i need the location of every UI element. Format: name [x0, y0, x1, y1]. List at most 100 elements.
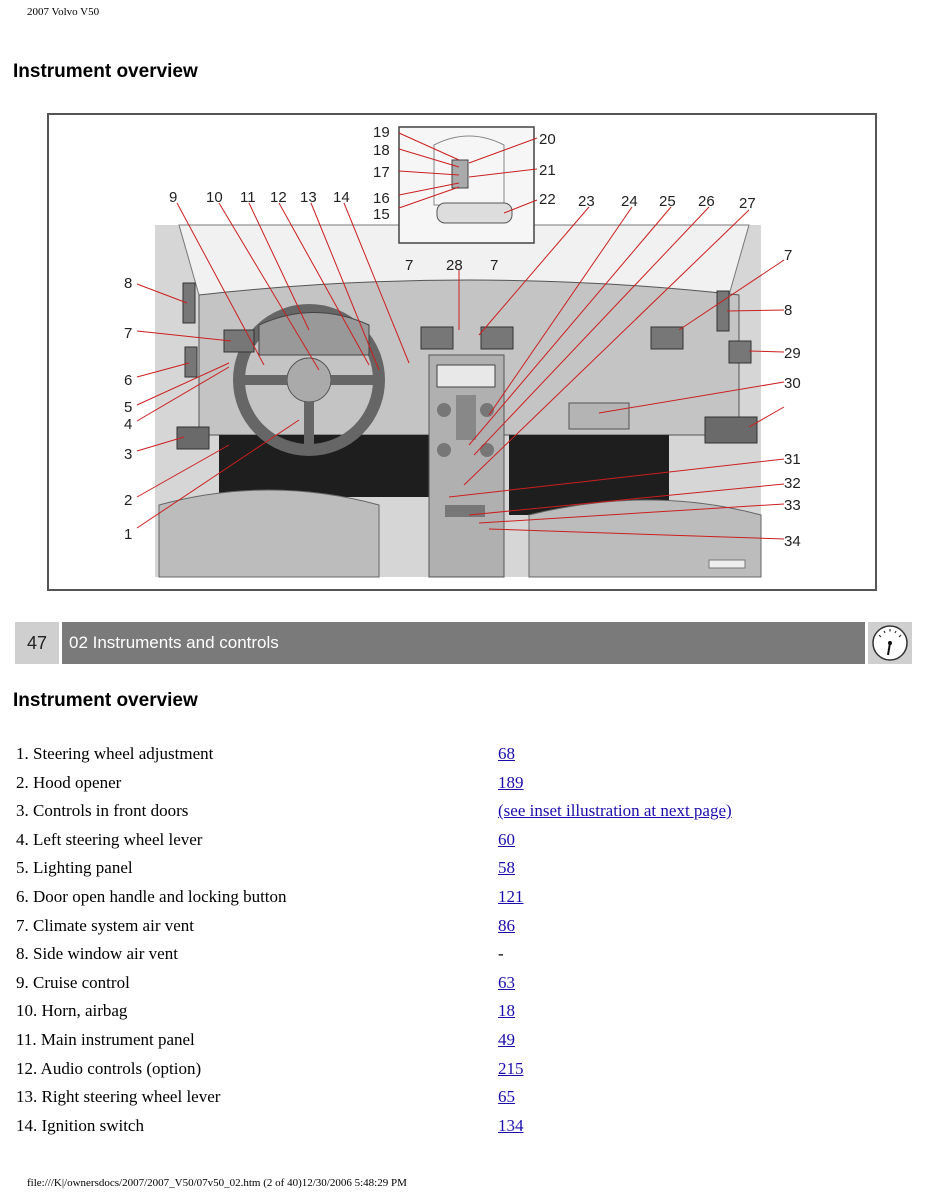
item-label: 12. Audio controls (option) [16, 1058, 202, 1078]
list-item: 12. Audio controls (option) 215 [16, 1055, 896, 1084]
mirror-switches [451, 159, 469, 189]
callout-6: 6 [124, 372, 132, 389]
instrument-overview-illustration: 1 2 3 4 5 6 7 8 9 10 11 12 13 14 15 16 1… [47, 113, 877, 591]
callout-34: 34 [784, 533, 801, 550]
callout-12: 12 [270, 189, 287, 206]
page-link[interactable]: 121 [498, 886, 524, 906]
footer-path: file:///K|/ownersdocs/2007/2007_V50/07v5… [27, 1177, 407, 1189]
callout-28: 28 [446, 257, 463, 274]
callout-25: 25 [659, 193, 676, 210]
callout-3: 3 [124, 446, 132, 463]
image-code-label [708, 559, 746, 569]
callout-13: 13 [300, 189, 317, 206]
document-header: 2007 Volvo V50 [27, 6, 100, 18]
callout-24: 24 [621, 193, 638, 210]
page-link[interactable]: (see inset illustration at next page) [498, 801, 732, 821]
glovebox [568, 402, 630, 430]
callout-27: 27 [739, 195, 756, 212]
callout-10: 10 [206, 189, 223, 206]
list-item: 6. Door open handle and locking button 1… [16, 883, 896, 912]
page-link[interactable]: 215 [498, 1058, 524, 1078]
callout-20: 20 [539, 131, 556, 148]
item-label: 7. Climate system air vent [16, 915, 194, 935]
list-item: 11. Main instrument panel 49 [16, 1026, 896, 1055]
item-label: 8. Side window air vent [16, 944, 178, 964]
callout-2: 2 [124, 492, 132, 509]
callout-22: 22 [539, 191, 556, 208]
page-title: Instrument overview [13, 61, 198, 82]
page-link[interactable]: 49 [498, 1029, 515, 1049]
page-link[interactable]: 58 [498, 858, 515, 878]
list-item: 10. Horn, airbag 18 [16, 997, 896, 1026]
callout-30: 30 [784, 375, 801, 392]
callout-15: 15 [373, 206, 390, 223]
item-label: 6. Door open handle and locking button [16, 886, 287, 906]
door-handle-right [728, 340, 752, 364]
callout-19: 19 [373, 124, 390, 141]
callout-7-center-left: 7 [405, 257, 413, 274]
callout-29: 29 [784, 345, 801, 362]
air-vent [420, 326, 454, 350]
callout-1: 1 [124, 526, 132, 543]
callout-21: 21 [539, 162, 556, 179]
audio-display [436, 364, 496, 388]
section-title: Instrument overview [13, 690, 198, 711]
item-label: 3. Controls in front doors [16, 801, 189, 821]
instrument-cluster [258, 312, 370, 356]
chapter-title: 02 Instruments and controls [62, 622, 865, 664]
list-item: 1. Steering wheel adjustment 68 [16, 740, 896, 769]
callout-9: 9 [169, 189, 177, 206]
callout-26: 26 [698, 193, 715, 210]
dashboard-drawing: 1 2 3 4 5 6 7 8 9 10 11 12 13 14 15 16 1… [124, 124, 801, 578]
list-item: 2. Hood opener 189 [16, 769, 896, 798]
callout-5: 5 [124, 399, 132, 416]
callout-31: 31 [784, 451, 801, 468]
page-link[interactable]: 68 [498, 744, 515, 763]
callout-8-left: 8 [124, 275, 132, 292]
page-link[interactable]: 60 [498, 829, 515, 849]
list-item: 14. Ignition switch 134 [16, 1112, 896, 1141]
gear-selector [445, 505, 485, 517]
item-label: 13. Right steering wheel lever [16, 1087, 221, 1107]
item-label: 9. Cruise control [16, 972, 130, 992]
horn-pad [286, 357, 332, 403]
page-link[interactable]: 189 [498, 772, 524, 792]
chapter-bar: 47 02 Instruments and controls [15, 622, 912, 664]
callout-7-center-right: 7 [490, 257, 498, 274]
callout-8-right: 8 [784, 302, 792, 319]
driver-seat [158, 489, 380, 578]
callout-33: 33 [784, 497, 801, 514]
item-label: 4. Left steering wheel lever [16, 829, 203, 849]
list-item: 7. Climate system air vent 86 [16, 912, 896, 941]
item-label: 14. Ignition switch [16, 1115, 144, 1135]
page-link[interactable]: 65 [498, 1087, 515, 1107]
item-label: 2. Hood opener [16, 772, 122, 792]
air-vent [480, 326, 514, 350]
item-label: 10. Horn, airbag [16, 1001, 128, 1021]
page-number: 47 [15, 622, 59, 664]
passenger-seat [528, 499, 762, 578]
list-item: 9. Cruise control 63 [16, 969, 896, 998]
rear-view-mirror [436, 202, 513, 224]
steering-spokes [239, 375, 379, 450]
air-vent [223, 329, 255, 353]
air-vent [650, 326, 684, 350]
page-link[interactable]: 63 [498, 972, 515, 992]
door-controls-left [176, 426, 210, 450]
page-link[interactable]: 134 [498, 1115, 524, 1135]
console-knob [480, 443, 494, 457]
callout-18: 18 [373, 142, 390, 159]
item-label: 11. Main instrument panel [16, 1029, 195, 1049]
list-item: 8. Side window air vent - [16, 940, 896, 969]
item-label: 5. Lighting panel [16, 858, 133, 878]
side-window-vent [182, 282, 196, 324]
callout-11: 11 [240, 189, 256, 206]
page-ref-none: - [498, 944, 504, 964]
page-link[interactable]: 18 [498, 1001, 515, 1021]
callout-16: 16 [373, 190, 390, 207]
list-item: 13. Right steering wheel lever 65 [16, 1083, 896, 1112]
page-link[interactable]: 86 [498, 915, 515, 935]
console-knob [437, 443, 451, 457]
console-knob [437, 403, 451, 417]
leader-lines [136, 132, 785, 540]
